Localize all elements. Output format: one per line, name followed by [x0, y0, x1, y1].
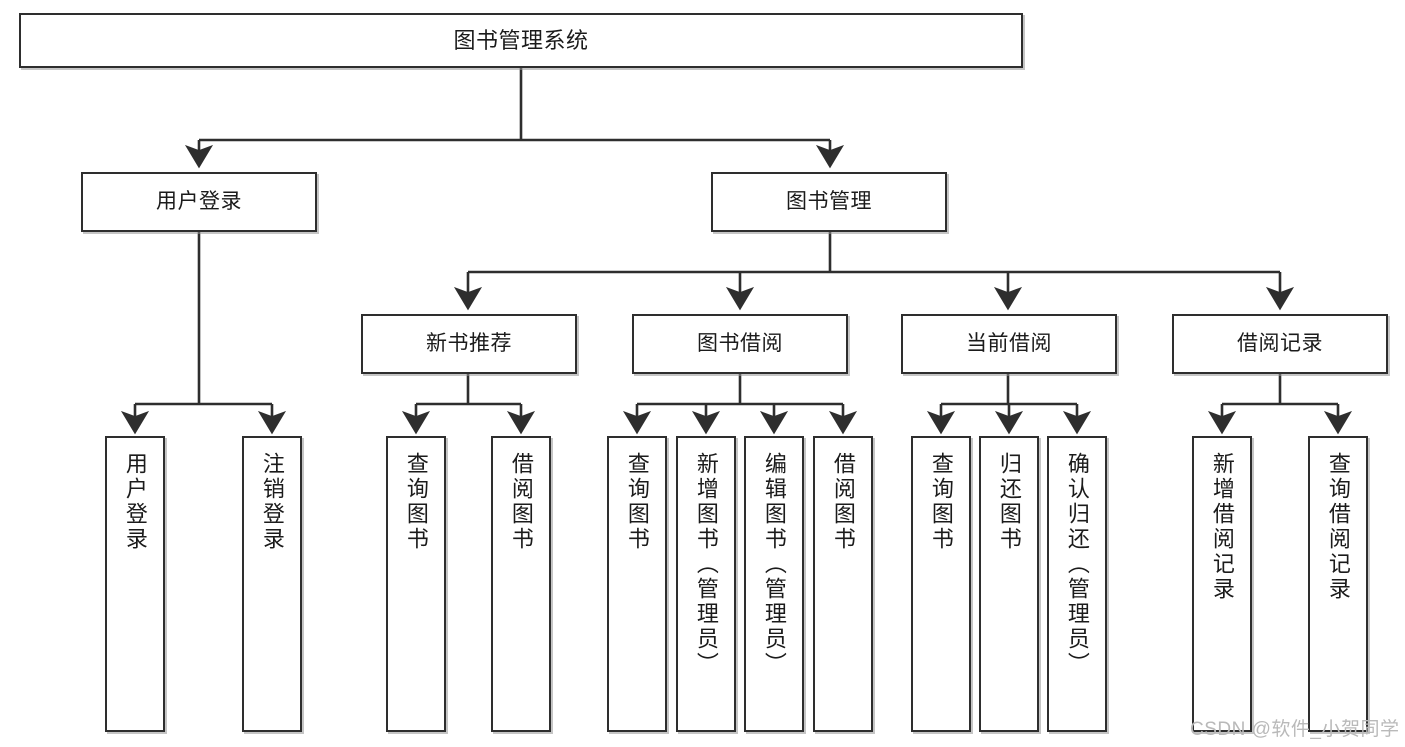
node-label: 新增借阅记录	[1209, 452, 1235, 602]
node-label: 借阅图书	[830, 452, 856, 552]
node-label: 查询借阅记录	[1325, 452, 1351, 602]
node-label: 确认归还（管理员）	[1064, 452, 1090, 677]
node-new-book-recommend[interactable]: 新书推荐	[361, 314, 577, 374]
node-book-management[interactable]: 图书管理	[711, 172, 947, 232]
node-label: 新增图书（管理员）	[693, 452, 719, 677]
node-label: 图书借阅	[697, 331, 783, 355]
node-label: 编辑图书（管理员）	[761, 452, 787, 677]
node-leaf-book-borrow-0[interactable]: 查询图书	[607, 436, 667, 732]
node-borrow-record[interactable]: 借阅记录	[1172, 314, 1388, 374]
node-label: 查询图书	[624, 452, 650, 552]
node-leaf-book-borrow-2[interactable]: 编辑图书（管理员）	[744, 436, 804, 732]
node-label: 用户登录	[122, 452, 148, 552]
node-leaf-current-borrow-1[interactable]: 归还图书	[979, 436, 1039, 732]
node-label: 查询图书	[403, 452, 429, 552]
node-leaf-borrow-record-1[interactable]: 查询借阅记录	[1308, 436, 1368, 732]
node-root-book-management-system[interactable]: 图书管理系统	[19, 13, 1023, 68]
node-label: 新书推荐	[426, 331, 512, 355]
node-label: 归还图书	[996, 452, 1022, 552]
node-label: 注销登录	[259, 452, 285, 552]
node-label: 图书管理系统	[453, 27, 589, 53]
node-leaf-new-book-1[interactable]: 借阅图书	[491, 436, 551, 732]
node-book-borrow[interactable]: 图书借阅	[632, 314, 848, 374]
node-label: 查询图书	[928, 452, 954, 552]
node-label: 用户登录	[156, 189, 242, 213]
node-user-login[interactable]: 用户登录	[81, 172, 317, 232]
node-leaf-current-borrow-0[interactable]: 查询图书	[911, 436, 971, 732]
node-leaf-new-book-0[interactable]: 查询图书	[386, 436, 446, 732]
node-leaf-book-borrow-3[interactable]: 借阅图书	[813, 436, 873, 732]
csdn-watermark: CSDN @软件_小贺同学	[1190, 719, 1400, 740]
node-leaf-user-login-1[interactable]: 注销登录	[242, 436, 302, 732]
node-label: 借阅图书	[508, 452, 534, 552]
node-label: 借阅记录	[1237, 331, 1323, 355]
node-current-borrow[interactable]: 当前借阅	[901, 314, 1117, 374]
node-leaf-user-login-0[interactable]: 用户登录	[105, 436, 165, 732]
node-leaf-current-borrow-2[interactable]: 确认归还（管理员）	[1047, 436, 1107, 732]
node-leaf-borrow-record-0[interactable]: 新增借阅记录	[1192, 436, 1252, 732]
node-label: 当前借阅	[966, 331, 1052, 355]
node-label: 图书管理	[786, 189, 872, 213]
node-leaf-book-borrow-1[interactable]: 新增图书（管理员）	[676, 436, 736, 732]
